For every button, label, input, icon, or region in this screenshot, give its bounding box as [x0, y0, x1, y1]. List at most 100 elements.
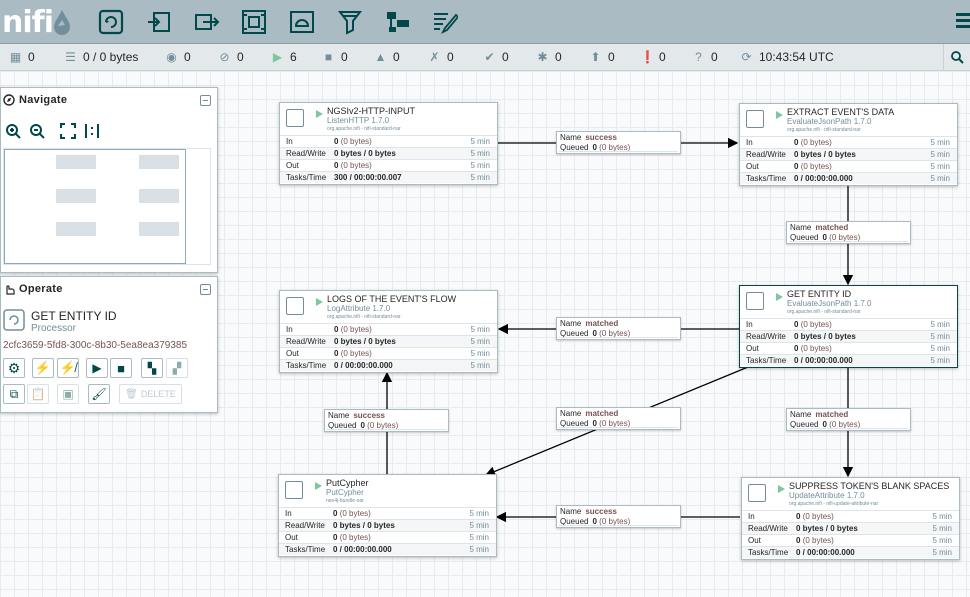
- disabled-icon: ✗: [429, 50, 440, 64]
- label-icon[interactable]: [432, 8, 458, 36]
- connection-name: success: [585, 133, 617, 142]
- not-transmitting-icon: ⊘: [219, 50, 230, 64]
- stat-value: 0 (0 bytes): [334, 136, 372, 147]
- connection-progress-bar: [327, 428, 446, 430]
- zoom-in-icon: [6, 124, 21, 139]
- out-count: 0: [334, 349, 339, 358]
- connection-queued-bytes: (0 bytes): [829, 420, 861, 429]
- connection-name: matched: [585, 409, 619, 418]
- funnel-icon[interactable]: [337, 8, 363, 36]
- stat-value: 0 (0 bytes): [334, 324, 372, 335]
- refresh-icon[interactable]: ⟳: [741, 50, 752, 64]
- group-button[interactable]: ▣: [57, 384, 79, 404]
- stat-label: Tasks/Time: [286, 173, 327, 182]
- search-button[interactable]: [943, 44, 970, 71]
- paste-button[interactable]: 📋: [27, 384, 49, 404]
- zoom-out-button[interactable]: [27, 122, 47, 140]
- flash-icon: ⚡: [34, 360, 52, 375]
- connection-name-label: Name: [560, 507, 582, 516]
- compass-icon: [3, 94, 15, 106]
- in-count: 0: [333, 509, 338, 518]
- configure-button[interactable]: ⚙: [3, 358, 25, 378]
- out-count: 0: [794, 344, 799, 353]
- running-icon: [316, 298, 323, 306]
- stat-label: Out: [286, 349, 299, 358]
- color-button[interactable]: 🖌: [88, 384, 110, 404]
- running-icon: [776, 293, 783, 301]
- refresh-status[interactable]: ⟳10:43:54 UTC: [741, 50, 834, 64]
- enable-button[interactable]: ⚡: [32, 358, 54, 378]
- menu-icon[interactable]: [956, 10, 970, 32]
- processor-bundle: org.apache.nifi - nifi-update-attribute-…: [789, 501, 879, 507]
- processor-name: PutCypher: [326, 478, 369, 488]
- stat-label: Read/Write: [746, 332, 786, 341]
- stat-window: 5 min: [469, 509, 489, 518]
- collapse-navigate-icon[interactable]: [200, 95, 211, 106]
- start-button[interactable]: ▶: [86, 358, 108, 378]
- create-template-button[interactable]: ▚: [141, 358, 163, 378]
- stat-value: 0 (0 bytes): [794, 343, 832, 354]
- selection-name: GET ENTITY ID: [31, 309, 117, 323]
- transmitting-icon: ◉: [166, 50, 177, 64]
- running-icon: [778, 485, 785, 493]
- out-bytes: (0 bytes): [340, 349, 372, 358]
- sync-failure-status: ?0: [692, 50, 718, 64]
- tasks-value: 0 / 00:00:00.000: [334, 361, 393, 370]
- delete-button[interactable]: 🗑DELETE: [119, 384, 182, 404]
- stat-label: Tasks/Time: [748, 548, 789, 557]
- copy-button[interactable]: ⧉: [3, 384, 25, 404]
- birdseye-node: [139, 189, 179, 203]
- stat-label: In: [286, 137, 293, 146]
- processor-icon[interactable]: [98, 8, 124, 36]
- actual-size-button[interactable]: [82, 122, 102, 140]
- fit-button[interactable]: [58, 122, 78, 140]
- zoom-in-button[interactable]: [3, 122, 23, 140]
- collapse-operate-icon[interactable]: [200, 284, 211, 295]
- remote-process-group-icon[interactable]: [289, 8, 315, 36]
- hand-pointer-icon: [6, 285, 15, 295]
- stat-label: Out: [285, 533, 298, 542]
- connection-name: matched: [585, 319, 619, 328]
- process-group-icon[interactable]: [241, 8, 267, 36]
- disable-button[interactable]: ⚡̸: [57, 358, 79, 378]
- connection-queued-bytes: (0 bytes): [599, 419, 631, 428]
- rw-value: 0 bytes / 0 bytes: [796, 524, 858, 533]
- stat-value: 0 (0 bytes): [794, 137, 832, 148]
- output-port-icon[interactable]: [194, 8, 220, 36]
- upload-template-button[interactable]: ▞: [166, 358, 188, 378]
- connection-progress-bar: [559, 336, 678, 338]
- template-icon[interactable]: [385, 8, 411, 36]
- processor-type-icon: [286, 109, 304, 127]
- rw-value: 0 bytes / 0 bytes: [333, 521, 395, 530]
- stat-label: Tasks/Time: [285, 545, 326, 554]
- connection-progress-bar: [559, 150, 678, 152]
- stat-window: 5 min: [932, 512, 952, 521]
- birdseye-view[interactable]: [3, 148, 211, 265]
- connection-name-label: Name: [560, 409, 582, 418]
- stop-button[interactable]: ■: [110, 358, 132, 378]
- search-icon: [950, 51, 964, 64]
- input-port-icon[interactable]: [146, 8, 172, 36]
- birdseye-viewport[interactable]: [4, 149, 186, 264]
